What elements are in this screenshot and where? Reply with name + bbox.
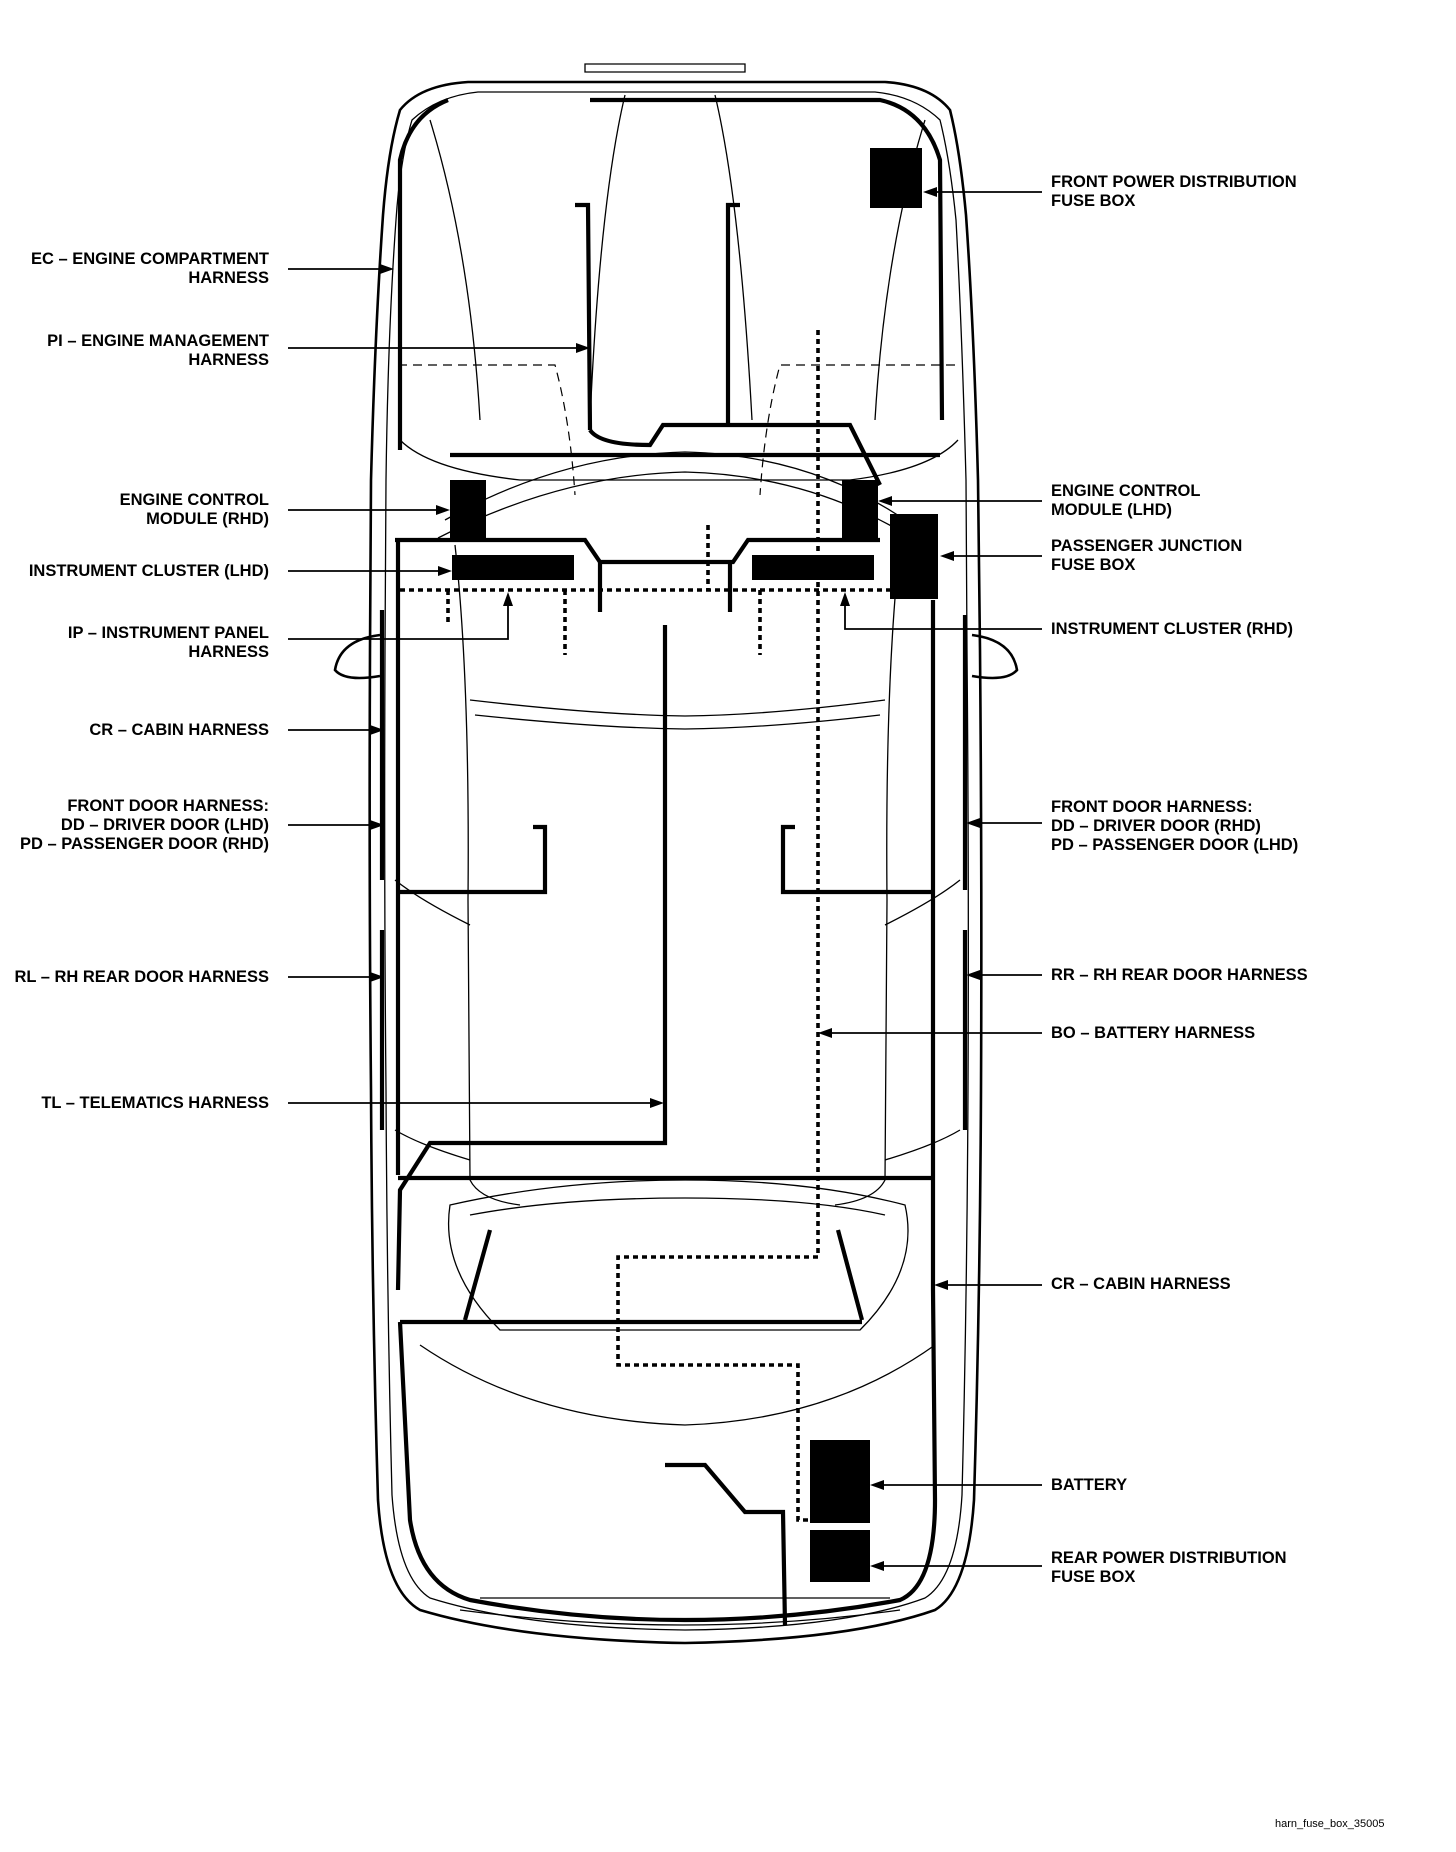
- battery-block: [810, 1440, 870, 1523]
- car-body-outline: [333, 63, 1019, 1645]
- ecm-lhd-label: ENGINE CONTROL MODULE (LHD): [1051, 482, 1200, 520]
- figure-reference: harn_fuse_box_35005: [1275, 1818, 1385, 1830]
- tl-telematics-harness-label: TL – TELEMATICS HARNESS: [41, 1094, 269, 1113]
- front-door-harness-right-label: FRONT DOOR HARNESS: DD – DRIVER DOOR (RH…: [1051, 798, 1298, 855]
- front-door-harness-left-label: FRONT DOOR HARNESS: DD – DRIVER DOOR (LH…: [20, 797, 269, 854]
- ip-harness-label-line1: IP – INSTRUMENT PANEL: [67, 624, 269, 642]
- ecm-rhd-label-line1: ENGINE CONTROL: [119, 491, 269, 509]
- ecm-rhd-block: [450, 480, 486, 540]
- ec-harness-label-line1: EC – ENGINE COMPARTMENT: [30, 250, 269, 268]
- ecm-lhd-label-line2: MODULE (LHD): [1051, 501, 1172, 519]
- rr-rear-door-harness-label-line1: RR – RH REAR DOOR HARNESS: [1051, 966, 1308, 984]
- cr-cabin-harness-right-label-line1: CR – CABIN HARNESS: [1051, 1275, 1231, 1293]
- battery-label: BATTERY: [1051, 1476, 1127, 1495]
- instrument-cluster-rhd-label: INSTRUMENT CLUSTER (RHD): [1051, 620, 1293, 639]
- front-door-harness-left-label-line1: FRONT DOOR HARNESS:: [67, 797, 269, 815]
- pi-harness-label-line1: PI – ENGINE MANAGEMENT: [47, 332, 269, 350]
- front-door-harness-left-label-line2: DD – DRIVER DOOR (LHD): [60, 816, 269, 834]
- front-door-harness-right-label-line2: DD – DRIVER DOOR (RHD): [1051, 817, 1261, 835]
- bo-battery-harness-label-line1: BO – BATTERY HARNESS: [1051, 1024, 1256, 1042]
- instrument-cluster-rhd-block: [752, 555, 874, 580]
- passenger-junction-fuse-box-label-line1: PASSENGER JUNCTION: [1051, 537, 1243, 555]
- ip-harness-label-line2: HARNESS: [188, 643, 269, 661]
- rear-power-fuse-box-block: [810, 1530, 870, 1582]
- bo-battery-harness-label: BO – BATTERY HARNESS: [1051, 1024, 1255, 1043]
- harness-lines: [379, 97, 968, 1626]
- components: [450, 148, 938, 1582]
- cr-cabin-harness-right-label: CR – CABIN HARNESS: [1051, 1275, 1231, 1294]
- front-door-harness-right-label-line1: FRONT DOOR HARNESS:: [1051, 798, 1253, 816]
- instrument-cluster-lhd-block: [452, 555, 574, 580]
- rl-rear-door-harness-label: RL – RH REAR DOOR HARNESS: [14, 968, 269, 987]
- rear-power-fuse-box-label-line2: FUSE BOX: [1051, 1568, 1136, 1586]
- ecm-rhd-label-line2: MODULE (RHD): [146, 510, 269, 528]
- ecm-lhd-label-line1: ENGINE CONTROL: [1051, 482, 1201, 500]
- tl-telematics-harness-label-line1: TL – TELEMATICS HARNESS: [41, 1094, 269, 1112]
- cr-cabin-harness-left-label: CR – CABIN HARNESS: [89, 721, 269, 740]
- cr-cabin-harness-left-label-line1: CR – CABIN HARNESS: [89, 721, 269, 739]
- front-power-fuse-box-label: FRONT POWER DISTRIBUTION FUSE BOX: [1051, 173, 1297, 211]
- front-door-harness-right-label-line3: PD – PASSENGER DOOR (LHD): [1051, 836, 1299, 854]
- front-power-fuse-box-block: [870, 148, 922, 208]
- instrument-cluster-lhd-label-line1: INSTRUMENT CLUSTER (LHD): [28, 562, 269, 580]
- ecm-rhd-label: ENGINE CONTROL MODULE (RHD): [120, 491, 269, 529]
- instrument-cluster-lhd-label: INSTRUMENT CLUSTER (LHD): [29, 562, 269, 581]
- front-power-fuse-box-label-line2: FUSE BOX: [1051, 192, 1136, 210]
- battery-label-line1: BATTERY: [1051, 1476, 1128, 1494]
- ec-harness-label: EC – ENGINE COMPARTMENT HARNESS: [31, 250, 269, 288]
- rear-power-fuse-box-label: REAR POWER DISTRIBUTION FUSE BOX: [1051, 1549, 1287, 1587]
- rl-rear-door-harness-label-line1: RL – RH REAR DOOR HARNESS: [14, 968, 269, 986]
- instrument-cluster-rhd-label-line1: INSTRUMENT CLUSTER (RHD): [1051, 620, 1293, 638]
- front-power-fuse-box-label-line1: FRONT POWER DISTRIBUTION: [1051, 173, 1297, 191]
- pi-harness-label-line2: HARNESS: [188, 351, 269, 369]
- passenger-junction-fuse-box-block: [890, 514, 938, 599]
- passenger-junction-fuse-box-label-line2: FUSE BOX: [1051, 556, 1136, 574]
- ip-harness-label: IP – INSTRUMENT PANEL HARNESS: [68, 624, 269, 662]
- rr-rear-door-harness-label: RR – RH REAR DOOR HARNESS: [1051, 966, 1308, 985]
- pi-harness-label: PI – ENGINE MANAGEMENT HARNESS: [47, 332, 269, 370]
- passenger-junction-fuse-box-label: PASSENGER JUNCTION FUSE BOX: [1051, 537, 1242, 575]
- leader-lines: [288, 187, 1042, 1571]
- front-door-harness-left-label-line3: PD – PASSENGER DOOR (RHD): [19, 835, 269, 853]
- ecm-lhd-block: [842, 480, 878, 538]
- ec-harness-label-line2: HARNESS: [188, 269, 269, 287]
- rear-power-fuse-box-label-line1: REAR POWER DISTRIBUTION: [1051, 1549, 1287, 1567]
